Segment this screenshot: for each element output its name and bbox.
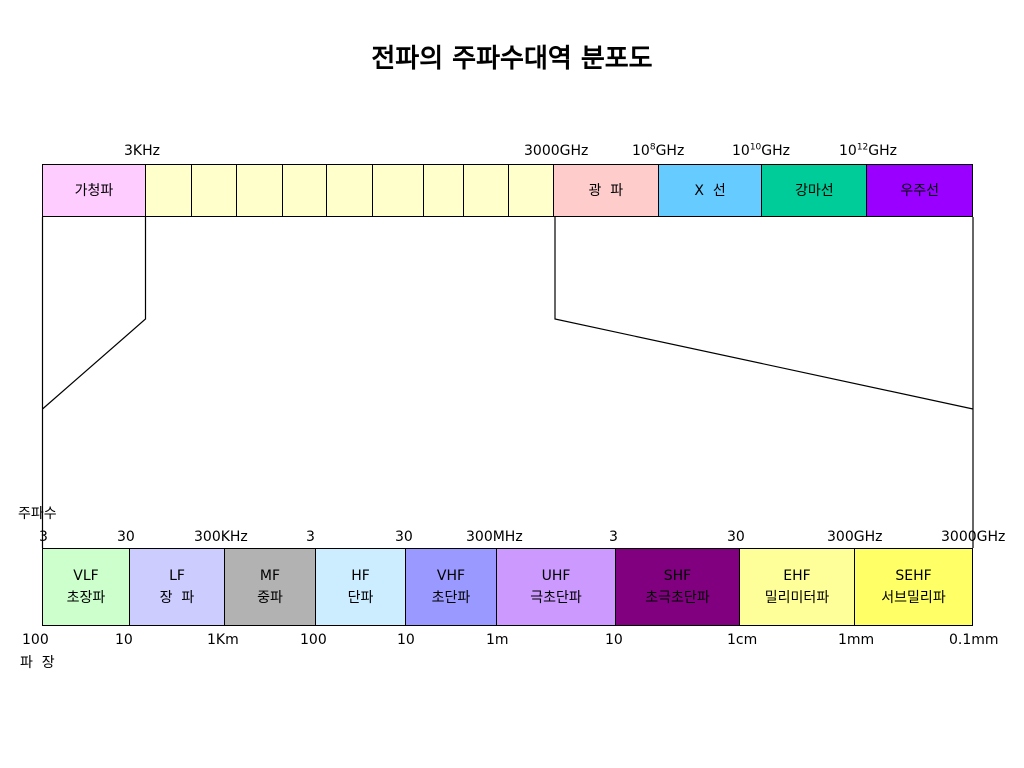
band-radio-segment [145, 165, 192, 216]
freq-label-3khz: 3KHz [124, 143, 160, 159]
wavelength-axis-label: 파 장 [20, 655, 55, 671]
wavelength-tick: 1m [486, 632, 509, 648]
connector-light-boundary [554, 217, 974, 410]
freq-tick: 3 [609, 529, 618, 545]
page-title: 전파의 주파수대역 분포도 [371, 44, 653, 74]
full-spectrum-bar: 가청파 광 파 X 선 강마선 우주선 [42, 164, 973, 217]
freq-tick: 30 [117, 529, 135, 545]
freq-label-10e10ghz: 1010GHz [732, 142, 791, 159]
band-radio-segment [509, 165, 554, 216]
frequency-axis-label: 주파수 [18, 506, 57, 522]
band-light: 광 파 [553, 165, 659, 216]
band-radio-segment [282, 165, 328, 216]
band-x-ray: X 선 [658, 165, 763, 216]
freq-label-10e12ghz: 1012GHz [839, 142, 898, 159]
freq-tick: 300MHz [466, 529, 523, 545]
band-radio-segment [191, 165, 237, 216]
freq-label-10e8ghz: 108GHz [632, 142, 685, 159]
band-radio-segment [327, 165, 374, 216]
freq-tick: 30 [395, 529, 413, 545]
wavelength-tick: 10 [397, 632, 415, 648]
wavelength-tick: 1Km [207, 632, 239, 648]
band-radio-segment [464, 165, 510, 216]
freq-tick: 3000GHz [941, 529, 1006, 545]
freq-label-3000ghz: 3000GHz [524, 143, 589, 159]
band-radio-segment [236, 165, 283, 216]
wavelength-tick: 100 [22, 632, 49, 648]
wavelength-tick: 100 [300, 632, 327, 648]
freq-tick: 30 [727, 529, 745, 545]
band-gamma-ray: 강마선 [762, 165, 868, 216]
freq-tick: 300GHz [827, 529, 883, 545]
freq-tick: 300KHz [194, 529, 248, 545]
freq-tick: 3 [39, 529, 48, 545]
wavelength-tick: 1cm [727, 632, 758, 648]
band-cosmic-ray: 우주선 [867, 165, 973, 216]
band-radio-segment [373, 165, 425, 216]
connector-audible-boundary [42, 217, 147, 410]
wavelength-tick: 0.1mm [949, 632, 999, 648]
wavelength-tick: 10 [605, 632, 623, 648]
band-radio-segment [424, 165, 465, 216]
freq-tick: 3 [306, 529, 315, 545]
band-audible: 가청파 [43, 165, 146, 216]
wavelength-tick: 1mm [838, 632, 875, 648]
wavelength-tick: 10 [115, 632, 133, 648]
